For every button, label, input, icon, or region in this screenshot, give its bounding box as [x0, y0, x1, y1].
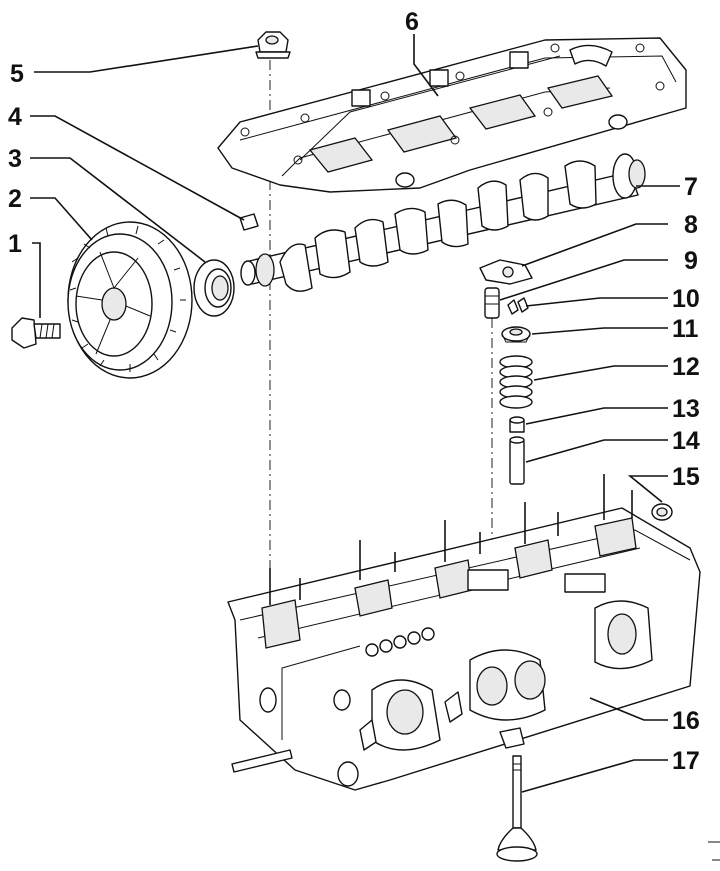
valve-spring-retainer [501, 326, 531, 343]
callout-3: 3 [8, 145, 22, 173]
camshaft-sprocket [67, 221, 193, 379]
camshaft [240, 153, 646, 292]
valve-spring [499, 355, 533, 409]
callout-2: 2 [8, 185, 22, 213]
callout-labels: 1 2 3 4 5 6 7 8 9 10 11 12 13 14 15 16 1… [8, 8, 700, 775]
callout-16: 16 [672, 707, 700, 735]
valve-cotters [507, 297, 529, 315]
callout-4: 4 [8, 103, 22, 131]
callout-10: 10 [672, 285, 700, 313]
camshaft-carrier [217, 37, 687, 193]
leader-lines [30, 34, 680, 793]
flange-nut [255, 31, 291, 59]
sealing-plug [651, 503, 673, 521]
woodruff-key [239, 213, 259, 231]
roller-rocker-arm [479, 259, 533, 285]
callout-1: 1 [8, 230, 22, 258]
callout-8: 8 [684, 211, 698, 239]
sprocket-bolt [11, 317, 61, 349]
hydraulic-tappet [484, 287, 500, 319]
callout-14: 14 [672, 427, 700, 455]
callout-11: 11 [672, 315, 699, 343]
callout-13: 13 [672, 395, 700, 423]
callout-15: 15 [672, 463, 700, 491]
callout-12: 12 [672, 353, 700, 381]
valve-guide [509, 436, 525, 485]
edge-marks [708, 841, 720, 861]
valve-stem-seal [509, 416, 525, 433]
callout-17: 17 [672, 747, 700, 775]
cylinder-head [227, 474, 701, 791]
callout-5: 5 [10, 60, 24, 88]
camshaft-oil-seal [193, 259, 235, 317]
callout-6: 6 [405, 8, 419, 36]
valve [496, 755, 538, 862]
callout-9: 9 [684, 247, 698, 275]
callout-7: 7 [684, 173, 698, 201]
